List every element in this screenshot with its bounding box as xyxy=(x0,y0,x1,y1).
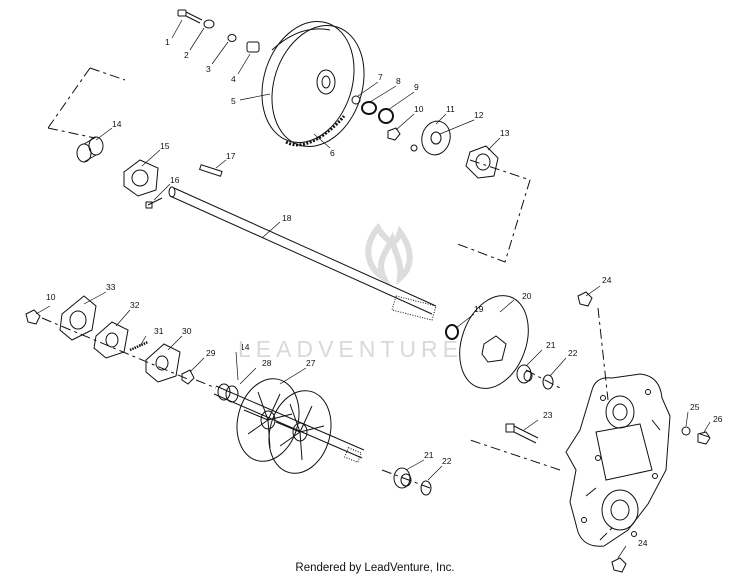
part-nut-case-side xyxy=(697,431,711,445)
callout-17: 17 xyxy=(226,151,236,161)
part-nut-case-bottom xyxy=(611,557,627,573)
callout-28: 28 xyxy=(262,358,272,368)
callout-23: 23 xyxy=(543,410,553,420)
part-key xyxy=(198,164,223,177)
callout-4: 4 xyxy=(231,74,236,84)
leader-lines xyxy=(35,19,711,559)
watermark-text: LEADVENTURE xyxy=(238,336,463,362)
callout-16: 16 xyxy=(170,175,180,185)
part-bearing-housing-lower xyxy=(59,295,97,341)
callout-7: 7 xyxy=(378,72,383,82)
callout-1: 1 xyxy=(165,37,170,47)
part-bearing-lower xyxy=(393,467,412,489)
callout-22-upper: 22 xyxy=(568,348,578,358)
callout-24-lower: 24 xyxy=(638,538,648,548)
part-bearing-upper-right xyxy=(516,364,533,384)
part-nut-small xyxy=(181,369,195,385)
part-nut-case-top xyxy=(577,291,593,307)
part-bearing-flange xyxy=(465,145,499,179)
part-nut xyxy=(387,127,401,141)
callout-32: 32 xyxy=(130,300,140,310)
part-washer-lower xyxy=(420,480,432,496)
callout-10-lower: 10 xyxy=(46,292,56,302)
callout-21-upper: 21 xyxy=(546,340,556,350)
callout-15: 15 xyxy=(160,141,170,151)
part-bushing xyxy=(246,41,260,53)
callout-22-lower: 22 xyxy=(442,456,452,466)
phantom-line-lower xyxy=(41,307,713,541)
callout-10: 10 xyxy=(414,104,424,114)
part-washer-flange xyxy=(410,144,418,152)
part-o-ring xyxy=(361,101,377,115)
callout-30: 30 xyxy=(182,326,192,336)
part-nut-lower xyxy=(25,309,41,325)
part-drive-sprocket-assembly xyxy=(213,378,365,474)
part-bolt-small xyxy=(145,197,163,209)
callout-29: 29 xyxy=(206,348,216,358)
part-bearing xyxy=(76,136,104,163)
part-bolt xyxy=(177,9,203,24)
callout-24-upper: 24 xyxy=(602,275,612,285)
part-washer-small xyxy=(227,34,237,42)
callout-18: 18 xyxy=(282,213,292,223)
callout-33: 33 xyxy=(106,282,116,292)
part-bearing-housing xyxy=(123,159,159,197)
callout-31: 31 xyxy=(154,326,164,336)
watermark-logo xyxy=(365,222,413,286)
part-flange-plate xyxy=(421,120,451,156)
callout-27: 27 xyxy=(306,358,316,368)
part-seal xyxy=(445,324,459,340)
callout-11: 11 xyxy=(446,104,455,114)
part-gasket xyxy=(93,321,129,359)
callout-14-lower: 14 xyxy=(240,342,250,352)
callout-12: 12 xyxy=(474,110,484,120)
callout-2: 2 xyxy=(184,50,189,60)
part-case-bolt xyxy=(505,423,539,444)
part-spacer xyxy=(351,95,361,105)
callout-19: 19 xyxy=(474,304,484,314)
part-flange-lower xyxy=(145,343,181,383)
callout-20: 20 xyxy=(522,291,532,301)
callout-9: 9 xyxy=(414,82,419,92)
callout-labels: 1 2 3 4 5 6 7 8 9 10 11 12 13 14 15 16 1… xyxy=(46,37,723,548)
part-washer xyxy=(203,19,215,29)
footer-credit: Rendered by LeadVenture, Inc. xyxy=(295,562,455,574)
callout-3: 3 xyxy=(206,64,211,74)
callout-25: 25 xyxy=(690,402,700,412)
part-spring xyxy=(129,340,149,352)
callout-14: 14 xyxy=(112,119,122,129)
part-washer-case xyxy=(681,426,691,436)
part-driven-pulley xyxy=(261,20,365,148)
part-chain xyxy=(285,115,346,147)
part-o-ring-large xyxy=(378,108,394,124)
part-jackshaft xyxy=(168,186,437,321)
part-chaincase-housing xyxy=(565,373,671,547)
callout-26: 26 xyxy=(713,414,723,424)
callout-5: 5 xyxy=(231,96,236,106)
callout-6: 6 xyxy=(330,148,335,158)
phantom-outline-upper xyxy=(47,67,531,263)
callout-13: 13 xyxy=(500,128,510,138)
callout-21-lower: 21 xyxy=(424,450,434,460)
part-brake-disc xyxy=(459,295,529,389)
callout-8: 8 xyxy=(396,76,401,86)
part-washer-upper-right xyxy=(542,374,554,390)
